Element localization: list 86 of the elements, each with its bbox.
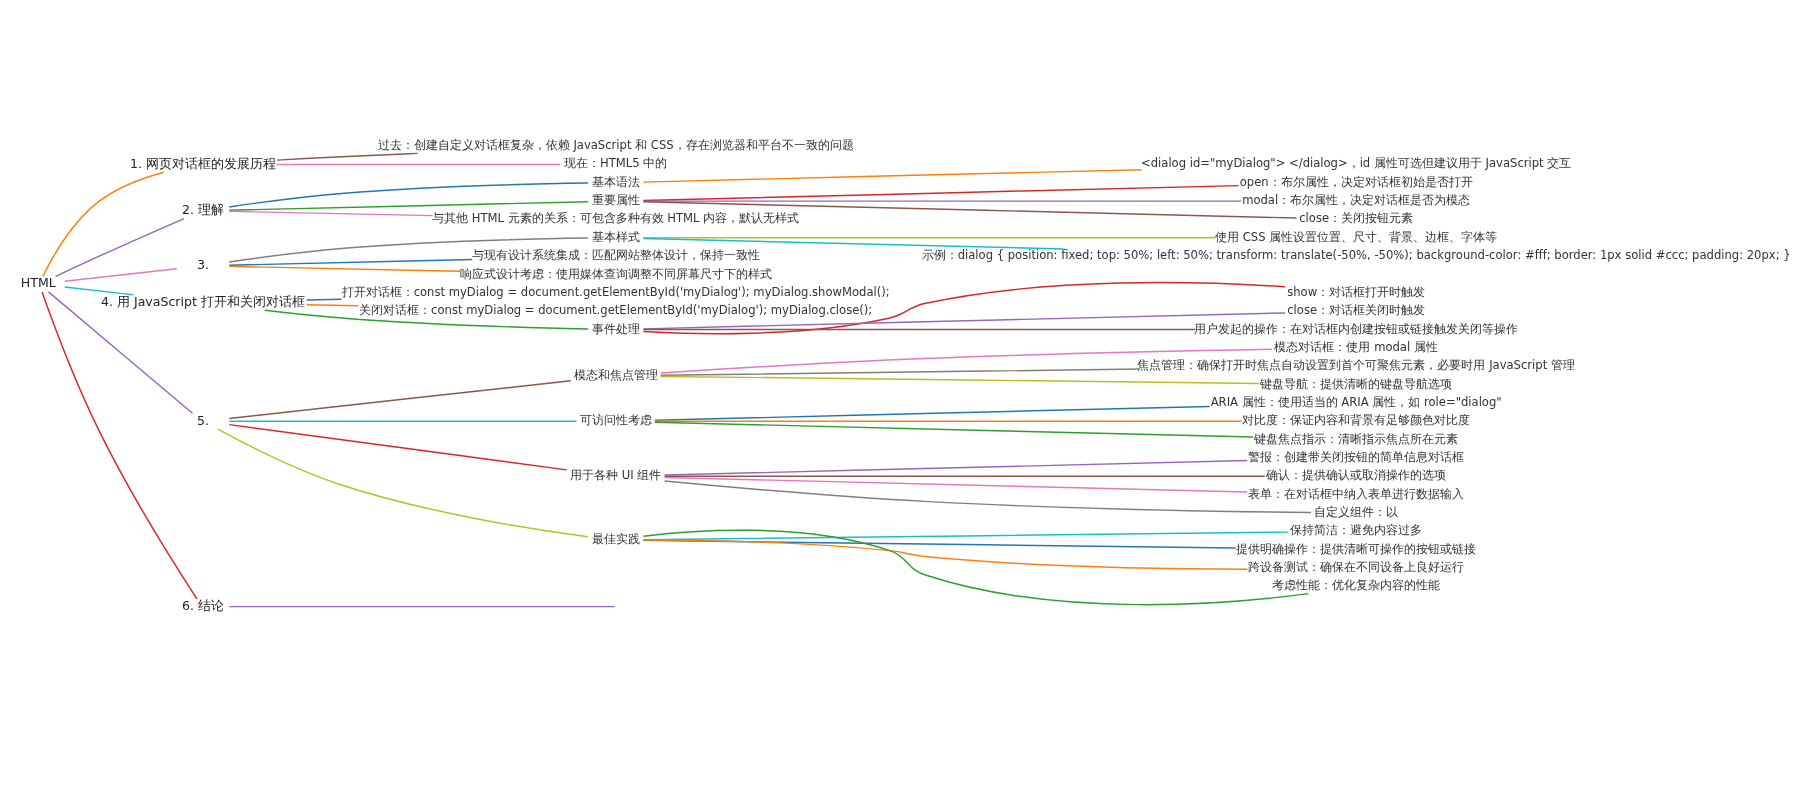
connector	[659, 367, 1141, 376]
node-text: 焦点管理：确保打开时焦点自动设置到首个可聚焦元素，必要时用 JavaScript 管理	[1137, 357, 1575, 372]
connector	[41, 290, 198, 599]
connector	[660, 347, 1273, 374]
node-text: 重要属性	[591, 192, 640, 207]
node-text: 对比度：保证内容和背景有足够颜色对比度	[1242, 412, 1471, 427]
node-text: 跨设备测试：确保在不同设备上良好运行	[1248, 559, 1465, 574]
node-text: 4. 用 JavaScript 打开和关闭对话框	[101, 293, 305, 309]
connector	[42, 170, 165, 277]
node-text: 基本语法	[591, 174, 640, 189]
node-text: show：对话框打开时触发	[1287, 284, 1426, 299]
connector	[642, 184, 1240, 201]
connector	[306, 298, 343, 301]
node-text: 1. 网页对话框的发展历程	[129, 155, 276, 171]
node-text: 用户发起的操作：在对话框内创建按钮或链接触发关闭等操作	[1194, 321, 1519, 336]
connector	[663, 479, 1312, 513]
node-text: 3.	[196, 256, 209, 272]
node-text: 可访问性考虑	[579, 412, 652, 427]
node-text: 键盘导航：提供清晰的键盘导航选项	[1260, 376, 1453, 391]
node-text: 2. 理解	[181, 201, 224, 217]
connector	[228, 605, 616, 607]
connector	[228, 265, 462, 272]
connector	[659, 375, 1260, 384]
connector	[228, 420, 578, 422]
connector	[663, 459, 1248, 476]
connector	[217, 427, 589, 537]
node-text: 基本样式	[591, 229, 640, 244]
node-text: <dialog id="myDialog"> </dialog>，id 属性可选但建议用于 JavaScript 交互	[1141, 155, 1572, 170]
connector	[64, 285, 134, 295]
node-text: 与现有设计系统集成：匹配网站整体设计，保持一致性	[471, 247, 760, 262]
connector	[228, 423, 568, 471]
connector	[264, 309, 589, 330]
node-text: HTML	[20, 274, 56, 290]
node-text: 5.	[196, 412, 209, 428]
node-text: close：对话框关闭时触发	[1287, 302, 1426, 317]
node-text: 保持简洁：避免内容过多	[1290, 522, 1423, 537]
node-text: 表单：在对话框中纳入表单进行数据输入	[1248, 486, 1465, 501]
node-text: 模态对话框：使用 modal 属性	[1274, 339, 1438, 354]
node-text: 警报：创建带关闭按钮的简单信息对话框	[1248, 449, 1465, 464]
node-text: 事件处理	[591, 321, 640, 336]
connector	[663, 476, 1248, 493]
connector	[276, 152, 419, 161]
node-text: 用于各种 UI 组件	[570, 467, 662, 482]
connector	[228, 210, 434, 216]
connector	[642, 236, 1217, 239]
connector	[306, 303, 360, 306]
node-text: 打开对话框：const myDialog = document.getElementById('myDialog'); myDialog.showModal();	[341, 284, 890, 299]
connector	[228, 379, 572, 419]
connector	[276, 163, 562, 165]
connector	[228, 258, 473, 266]
connector	[642, 237, 1065, 250]
connector	[55, 217, 185, 277]
node-text: 使用 CSS 属性设置位置、尺寸、背景、边框、字体等	[1215, 229, 1498, 244]
connector	[642, 200, 1298, 219]
connector	[228, 200, 589, 211]
connector	[642, 168, 1143, 183]
connector	[64, 267, 178, 282]
node-text: ARIA 属性：使用适当的 ARIA 属性，如 role="dialog"	[1210, 394, 1502, 409]
node-text: 6. 结论	[181, 597, 224, 613]
connector	[642, 328, 1196, 330]
node-text: 最佳实践	[591, 531, 640, 546]
node-text: close：关闭按钮元素	[1299, 210, 1414, 225]
node-text: 现在：HTML5 中的	[564, 155, 668, 170]
connector	[47, 290, 194, 414]
connector	[663, 475, 1266, 477]
node-text: 自定义组件：以	[1314, 504, 1399, 519]
node-text: 关闭对话框：const myDialog = document.getElementById('myDialog'); myDialog.close();	[359, 302, 873, 317]
connector	[228, 236, 589, 263]
node-text: 确认：提供确认或取消操作的选项	[1266, 467, 1447, 482]
node-text: open：布尔属性，决定对话框初始是否打开	[1239, 174, 1473, 189]
connector	[654, 420, 1243, 422]
connector	[654, 420, 1254, 438]
node-text: 考虑性能：优化复杂内容的性能	[1272, 577, 1441, 592]
connector	[654, 405, 1211, 421]
connector	[228, 181, 589, 208]
node-text: modal：布尔属性，决定对话框是否为模态	[1242, 192, 1471, 207]
node-text: 响应式设计考虑：使用媒体查询调整不同屏幕尺寸下的样式	[459, 266, 772, 280]
node-text: 与其他 HTML 元素的关系：可包含多种有效 HTML 内容，默认无样式	[432, 210, 800, 225]
connector	[642, 199, 1242, 202]
connector	[642, 281, 1286, 334]
node-text: 键盘焦点指示：清晰指示焦点所在元素	[1254, 431, 1459, 446]
node-text: 提供明确操作：提供清晰可操作的按钮或链接	[1236, 541, 1477, 556]
connector	[642, 311, 1286, 330]
node-text: 示例：dialog { position: fixed; top: 50%; left: 50%; transform: translate(-50%, -50%); background-color: #fff; border: 1px solid #ccc; padding: 20px; }	[921, 247, 1791, 262]
node-text: 过去：创建自定义对话框复杂，依赖 JavaScript 和 CSS，存在浏览器和平台不一致的问题	[377, 137, 854, 152]
node-text: 模态和焦点管理	[573, 367, 658, 382]
